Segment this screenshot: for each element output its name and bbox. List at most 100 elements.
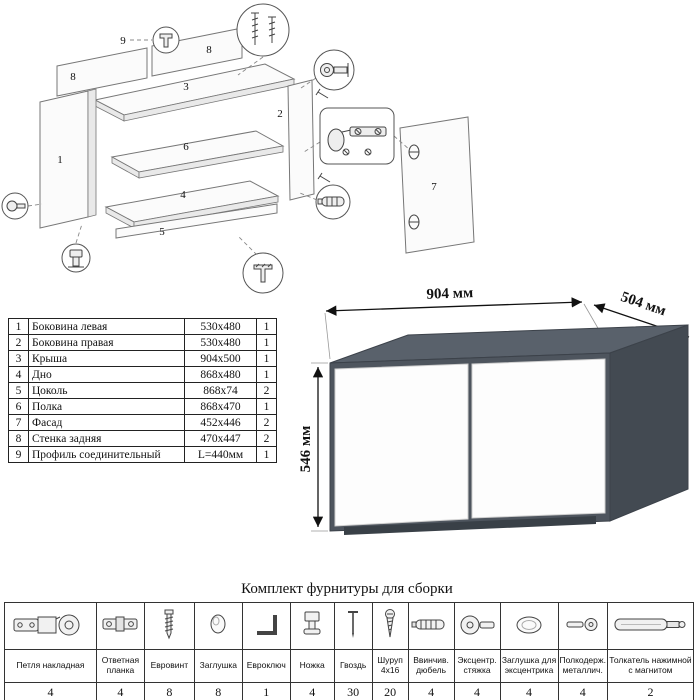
hardware-item-label: Толкатель нажимной с магнитом: [606, 649, 694, 683]
hardware-item-label: Шуруп 4x16: [371, 649, 409, 683]
left-side-panel: [39, 88, 97, 229]
part-label-7: 7: [431, 181, 437, 193]
hardware-item-label: Полкодерж. металлич.: [557, 649, 608, 683]
part-size: 904x500: [184, 350, 257, 367]
hardware-item-label: Заглушка: [193, 649, 243, 683]
table-row: 4 Дно 868x480 1: [8, 366, 277, 383]
part-name: Крыша: [28, 350, 185, 367]
part-size: 452x446: [184, 414, 257, 431]
dowel-detail-icon: [317, 196, 345, 207]
height-dimension: 546 мм: [298, 426, 314, 473]
part-label-9: 9: [120, 35, 126, 47]
hardware-item-qty: 4: [407, 682, 455, 700]
hardware-item-qty: 1: [241, 682, 291, 700]
table-row: 9 Профиль соединительный L=440мм 1: [8, 446, 277, 463]
hardware-kit-title: Комплект фурнитуры для сборки: [241, 581, 453, 597]
part-name: Цоколь: [28, 382, 185, 399]
hardware-item-qty: 4: [499, 682, 559, 700]
foot-icon: [303, 611, 321, 634]
width-arrow: [325, 297, 583, 316]
table-row: 6 Полка 868x470 1: [8, 398, 277, 415]
hardware-item-label: Заглушка для эксцентрика: [499, 649, 559, 683]
part-qty: 2: [256, 382, 277, 399]
part-label-2: 2: [277, 108, 283, 120]
part-label-6: 6: [183, 141, 189, 153]
part-qty: 1: [256, 318, 277, 335]
part-name: Полка: [28, 398, 185, 415]
hardware-item-qty: 2: [606, 682, 694, 700]
part-qty: 2: [256, 414, 277, 431]
hardware-item-qty: 30: [333, 682, 373, 700]
part-qty: 1: [256, 334, 277, 351]
part-label-8b: 8: [206, 44, 212, 56]
hinge-icon: [13, 614, 80, 635]
profile-detail-icon: [159, 33, 173, 48]
screw-icon: [385, 608, 396, 637]
part-name: Дно: [28, 366, 185, 383]
width-dimension: 904 мм: [426, 285, 473, 303]
right-side-panel: [287, 79, 315, 201]
hardware-labels-row: Петля накладная Ответная планка Евровинт…: [4, 649, 694, 683]
euro-screw-icon: [164, 609, 174, 639]
top-panel: [93, 63, 296, 122]
part-size: 530x480: [184, 318, 257, 335]
nail-icon: [348, 610, 359, 638]
part-name: Фасад: [28, 414, 185, 431]
hardware-item-qty: 4: [95, 682, 145, 700]
hardware-item-label: Ввинчив. дюбель: [407, 649, 455, 683]
foot-detail-icon: [68, 249, 84, 268]
cabinet-right-face: [609, 324, 689, 522]
hardware-item-label: Евровинт: [143, 649, 195, 683]
part-name: Стенка задняя: [28, 430, 185, 447]
part-size: L=440мм: [184, 446, 257, 463]
shelf-panel: [110, 130, 285, 179]
profile-section-detail-icon: [253, 263, 273, 283]
parts-table: 1 Боковина левая 530x480 1 2 Боковина пр…: [8, 318, 277, 463]
hardware-item-qty: 8: [143, 682, 195, 700]
cam-lock-icon: [460, 615, 495, 634]
table-row: 3 Крыша 904x500 1: [8, 350, 277, 367]
part-qty: 2: [256, 430, 277, 447]
part-num: 2: [8, 334, 29, 351]
part-qty: 1: [256, 350, 277, 367]
part-size: 868x74: [184, 382, 257, 399]
cabinet-door-left: [334, 363, 469, 527]
part-name: Боковина левая: [28, 318, 185, 335]
part-num: 1: [8, 318, 29, 335]
part-num: 3: [8, 350, 29, 367]
cabinet-view: 904 мм 504 мм 546 мм: [298, 285, 690, 535]
back-panels: [56, 27, 243, 97]
dowel-icon: [411, 619, 445, 629]
screws-detail-icon: [251, 12, 276, 45]
cam-lock-detail-icon: [320, 63, 349, 77]
part-size: 470x447: [184, 430, 257, 447]
part-qty: 1: [256, 446, 277, 463]
part-num: 6: [8, 398, 29, 415]
part-num: 8: [8, 430, 29, 447]
hardware-item-qty: 4: [4, 682, 97, 700]
table-row: 5 Цоколь 868x74 2: [8, 382, 277, 399]
cap-icon: [210, 614, 226, 633]
back-panel-shape: [56, 47, 148, 97]
hardware-item-qty: 4: [453, 682, 501, 700]
cabinet-plinth: [344, 516, 596, 535]
part-num: 9: [8, 446, 29, 463]
part-label-4: 4: [180, 189, 186, 201]
hardware-item-label: Эксцентр. стяжка: [453, 649, 501, 683]
part-size: 530x480: [184, 334, 257, 351]
part-label-8a: 8: [70, 71, 76, 83]
part-size: 868x470: [184, 398, 257, 415]
part-label-1: 1: [57, 154, 63, 166]
part-num: 7: [8, 414, 29, 431]
leader-lines: [27, 39, 411, 256]
part-num: 4: [8, 366, 29, 383]
shelf-pin-icon: [566, 617, 598, 631]
hardware-icons-row: [4, 602, 694, 650]
hardware-item-qty: 4: [557, 682, 608, 700]
hardware-item-label: Евроключ: [241, 649, 291, 683]
part-qty: 1: [256, 398, 277, 415]
part-label-5: 5: [159, 226, 165, 238]
hardware-item-qty: 8: [193, 682, 243, 700]
door-panel: [399, 116, 475, 254]
